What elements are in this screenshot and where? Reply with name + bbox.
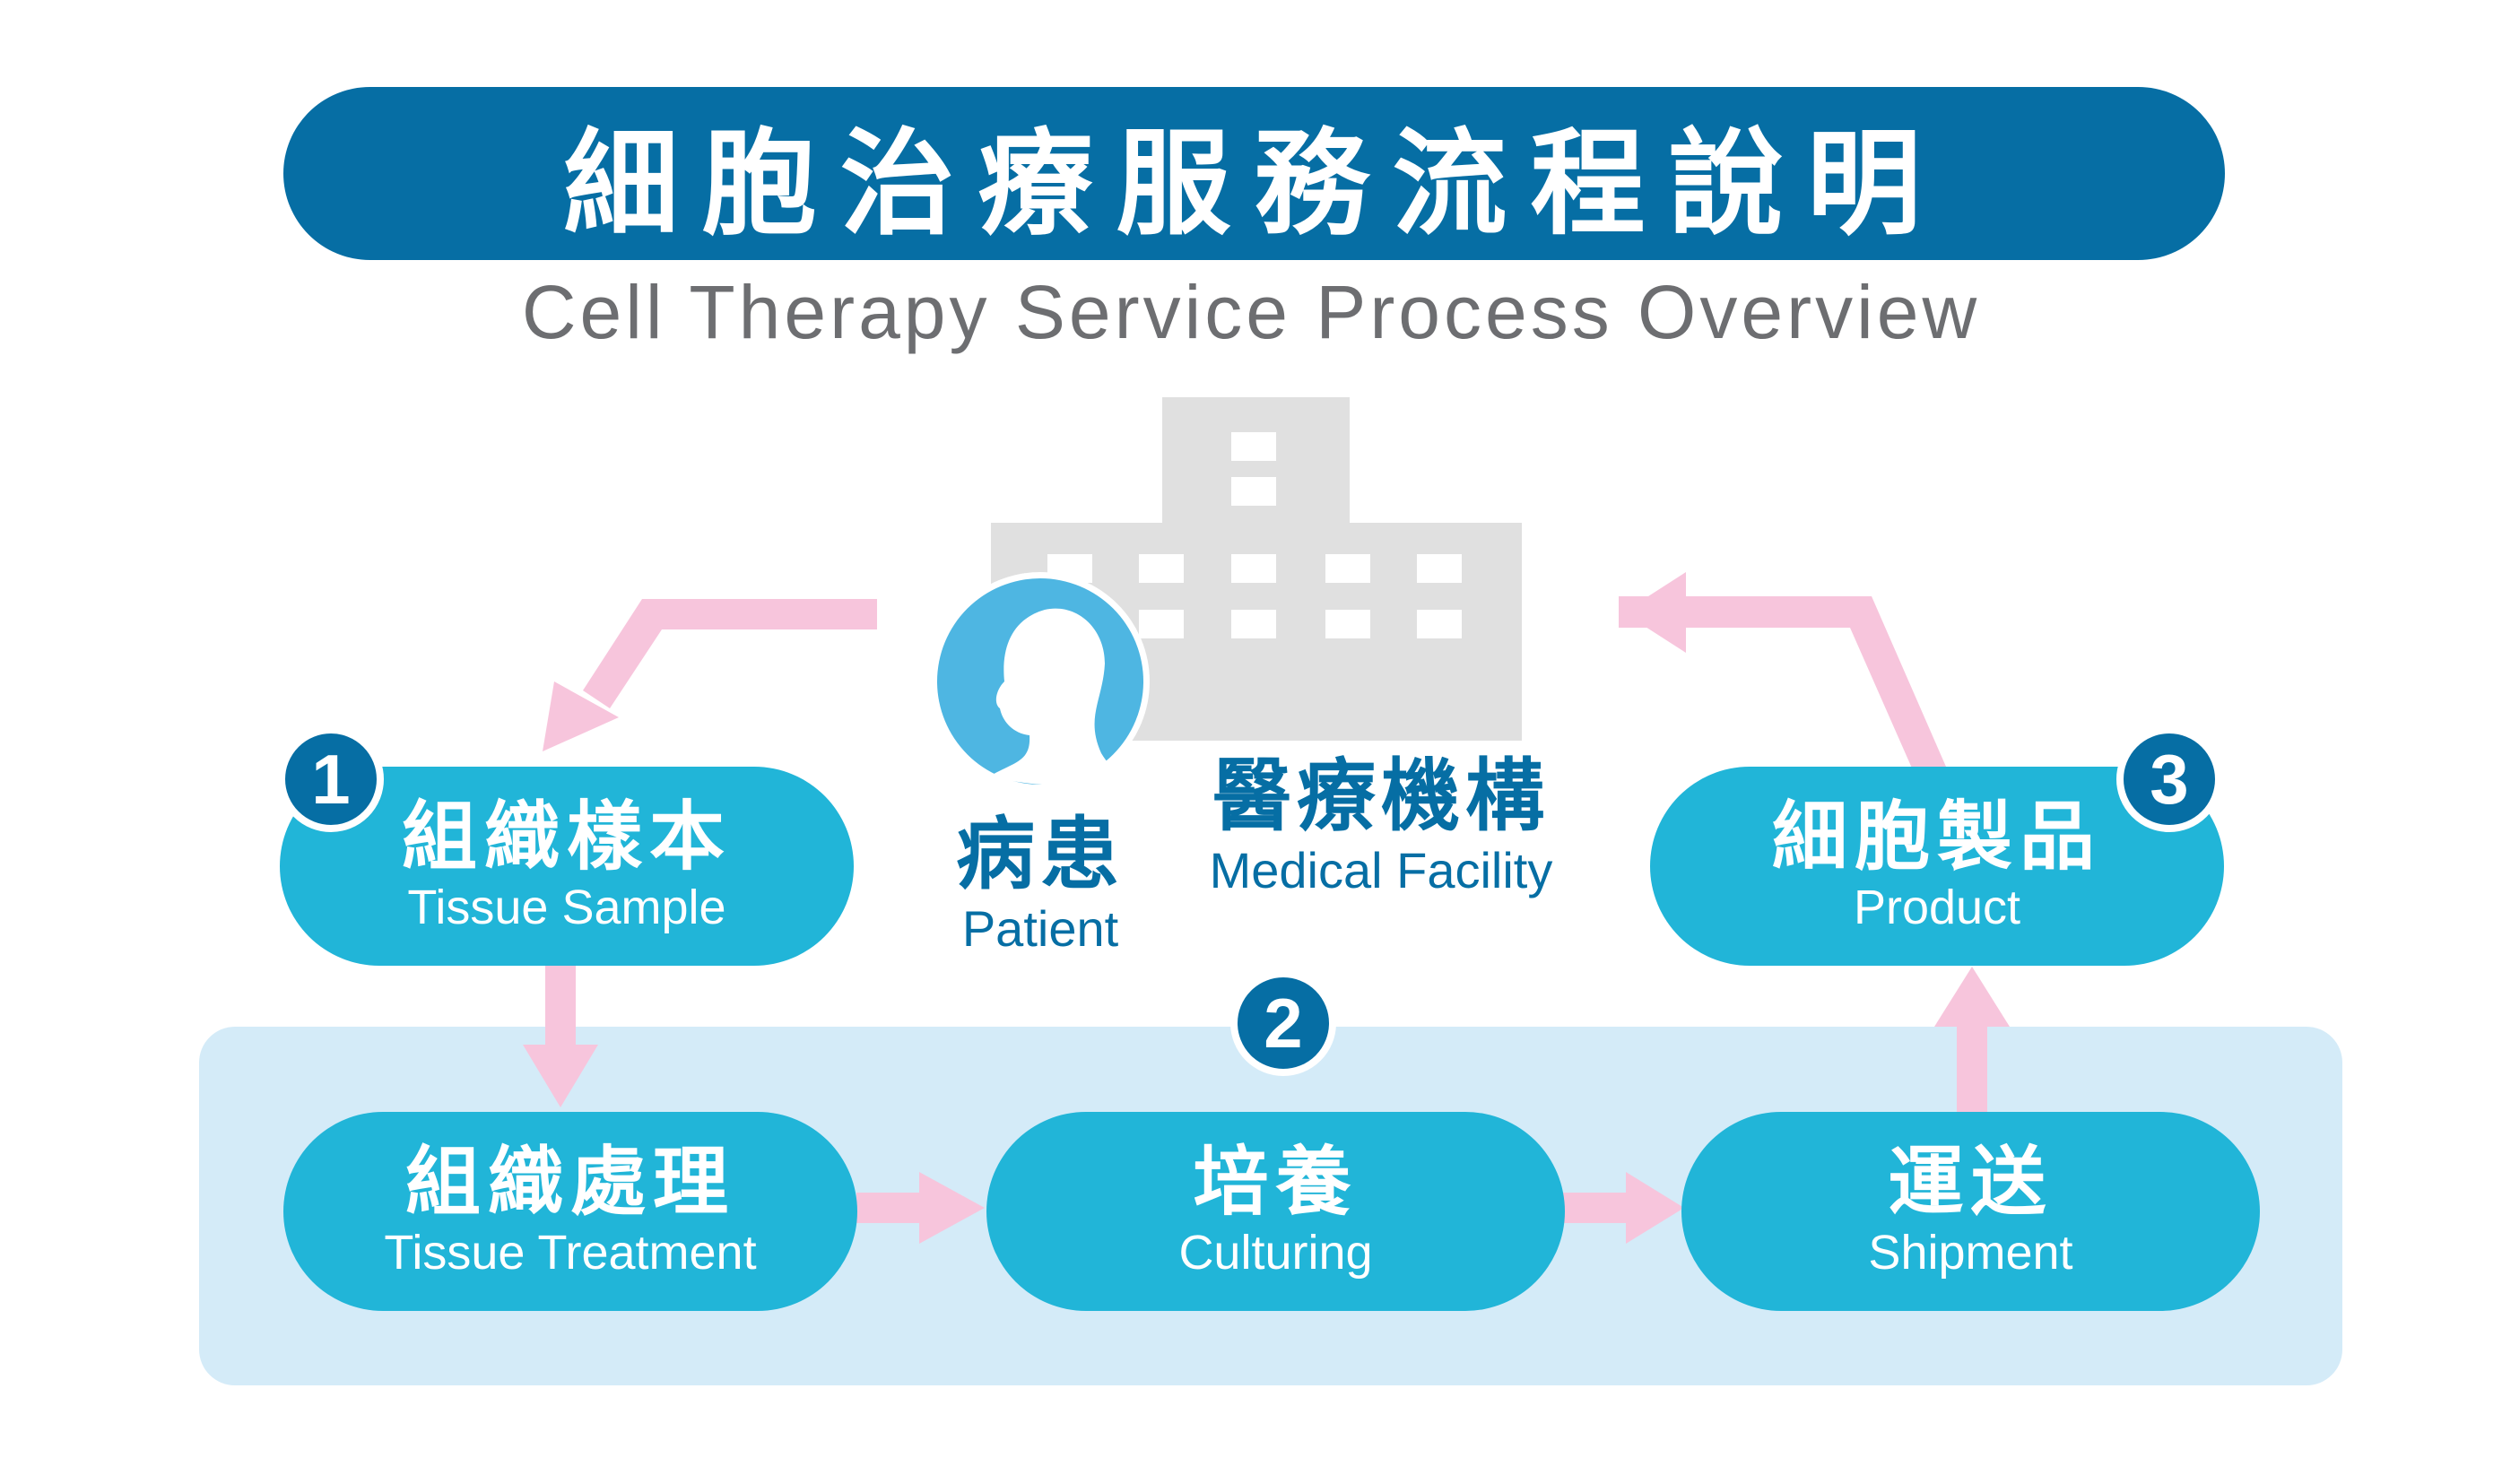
step-badge-3: 3	[2116, 726, 2222, 832]
process-shipment[interactable]: 運送 Shipment	[1681, 1112, 2260, 1311]
process-culturing-en: Culturing	[1178, 1225, 1373, 1280]
arrow-sample-to-treatment	[523, 964, 598, 1107]
facility-label: 醫療機構 Medical Facility	[1166, 750, 1596, 900]
step-product-zh: 細胞製品	[1771, 793, 2102, 881]
arrow-facility-to-sample	[543, 599, 877, 751]
process-culturing-zh: 培養	[1193, 1138, 1359, 1227]
process-culturing[interactable]: 培養 Culturing	[986, 1112, 1565, 1311]
process-shipment-zh: 運送	[1888, 1138, 2054, 1227]
facility-label-zh: 醫療機構	[1212, 750, 1550, 842]
patient-silhouette-icon	[931, 572, 1150, 791]
step-tissue-sample-zh: 組織樣本	[401, 793, 732, 881]
step-tissue-sample-en: Tissue Sample	[407, 880, 726, 934]
arrow-product-to-facility	[1619, 572, 1946, 778]
step-product-en: Product	[1853, 880, 2021, 934]
title-banner: 細胞治療服務流程說明	[283, 87, 2225, 260]
step-badge-1: 1	[278, 726, 384, 832]
arrow-treatment-to-culturing	[856, 1172, 985, 1244]
patient-label-en: Patient	[961, 899, 1119, 957]
process-tissue-treatment[interactable]: 組織處理 Tissue Treatment	[283, 1112, 857, 1311]
arrow-culturing-to-shipment	[1563, 1172, 1684, 1244]
process-tissue-treatment-zh: 組織處理	[404, 1138, 735, 1227]
step-badge-2: 2	[1230, 970, 1336, 1076]
process-tissue-treatment-en: Tissue Treatment	[384, 1225, 757, 1280]
page-title: 細胞治療服務流程說明	[563, 117, 1945, 251]
process-shipment-en: Shipment	[1868, 1225, 2073, 1280]
patient-label-zh: 病患	[955, 808, 1125, 900]
page-subtitle: Cell Therapy Service Process Overview	[521, 270, 1981, 354]
facility-label-en: Medical Facility	[1209, 841, 1553, 898]
arrow-shipment-to-product	[1934, 967, 2010, 1114]
patient-label: 病患 Patient	[933, 811, 1148, 959]
